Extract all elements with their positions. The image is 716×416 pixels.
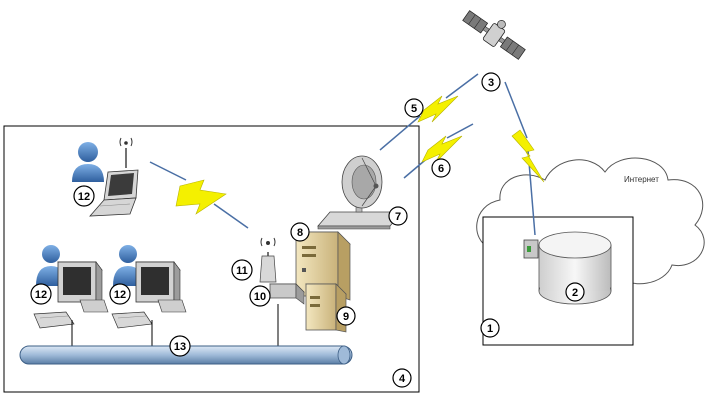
marker-13: 13: [169, 335, 191, 357]
wireless-link: [149, 161, 249, 229]
antenna-icon: [259, 237, 277, 283]
marker-label: 10: [254, 291, 266, 303]
marker-label: 6: [438, 163, 444, 175]
marker-label: 3: [488, 77, 494, 89]
satellite-dish-link: [379, 73, 479, 179]
marker-label: 8: [297, 227, 303, 239]
marker-2: 2: [565, 282, 585, 302]
satellite-icon: [462, 10, 526, 60]
marker-label: 11: [236, 265, 248, 277]
satellite-isp-link: [504, 81, 545, 236]
marker-10: 10: [249, 285, 271, 307]
cloud-label: Интернет: [624, 175, 659, 184]
dish-icon: [317, 155, 403, 230]
antenna-icon: [119, 137, 133, 168]
marker-3: 3: [481, 72, 501, 92]
marker-label: 12: [35, 289, 47, 301]
marker-12c: 12: [109, 283, 131, 305]
person-icon: [72, 142, 104, 182]
marker-9: 9: [336, 306, 356, 326]
marker-5: 5: [404, 98, 424, 118]
server-icon: [305, 283, 347, 333]
lightning-icon: [421, 135, 463, 163]
router-icon: [269, 283, 305, 305]
desktop-icon: [111, 261, 187, 329]
marker-label: 4: [399, 373, 406, 385]
marker-label: 12: [78, 191, 90, 203]
marker-label: 5: [411, 103, 417, 115]
lightning-icon: [417, 95, 459, 123]
marker-label: 9: [343, 311, 349, 323]
marker-6: 6: [431, 158, 451, 178]
marker-8: 8: [290, 222, 310, 242]
marker-7: 7: [388, 206, 408, 226]
marker-12b: 12: [30, 283, 52, 305]
lightning-icon: [175, 179, 227, 215]
marker-11: 11: [231, 259, 253, 281]
marker-label: 2: [572, 287, 578, 299]
marker-4: 4: [392, 368, 412, 388]
marker-12a: 12: [73, 185, 95, 207]
marker-1: 1: [480, 318, 500, 338]
person-icon: [113, 245, 143, 286]
marker-label: 1: [487, 323, 493, 335]
desktop-icon: [33, 261, 109, 329]
marker-label: 13: [174, 341, 186, 353]
marker-label: 7: [395, 211, 401, 223]
lightning-icon: [511, 129, 545, 183]
marker-label: 12: [114, 289, 126, 301]
laptop-icon: [89, 169, 139, 217]
